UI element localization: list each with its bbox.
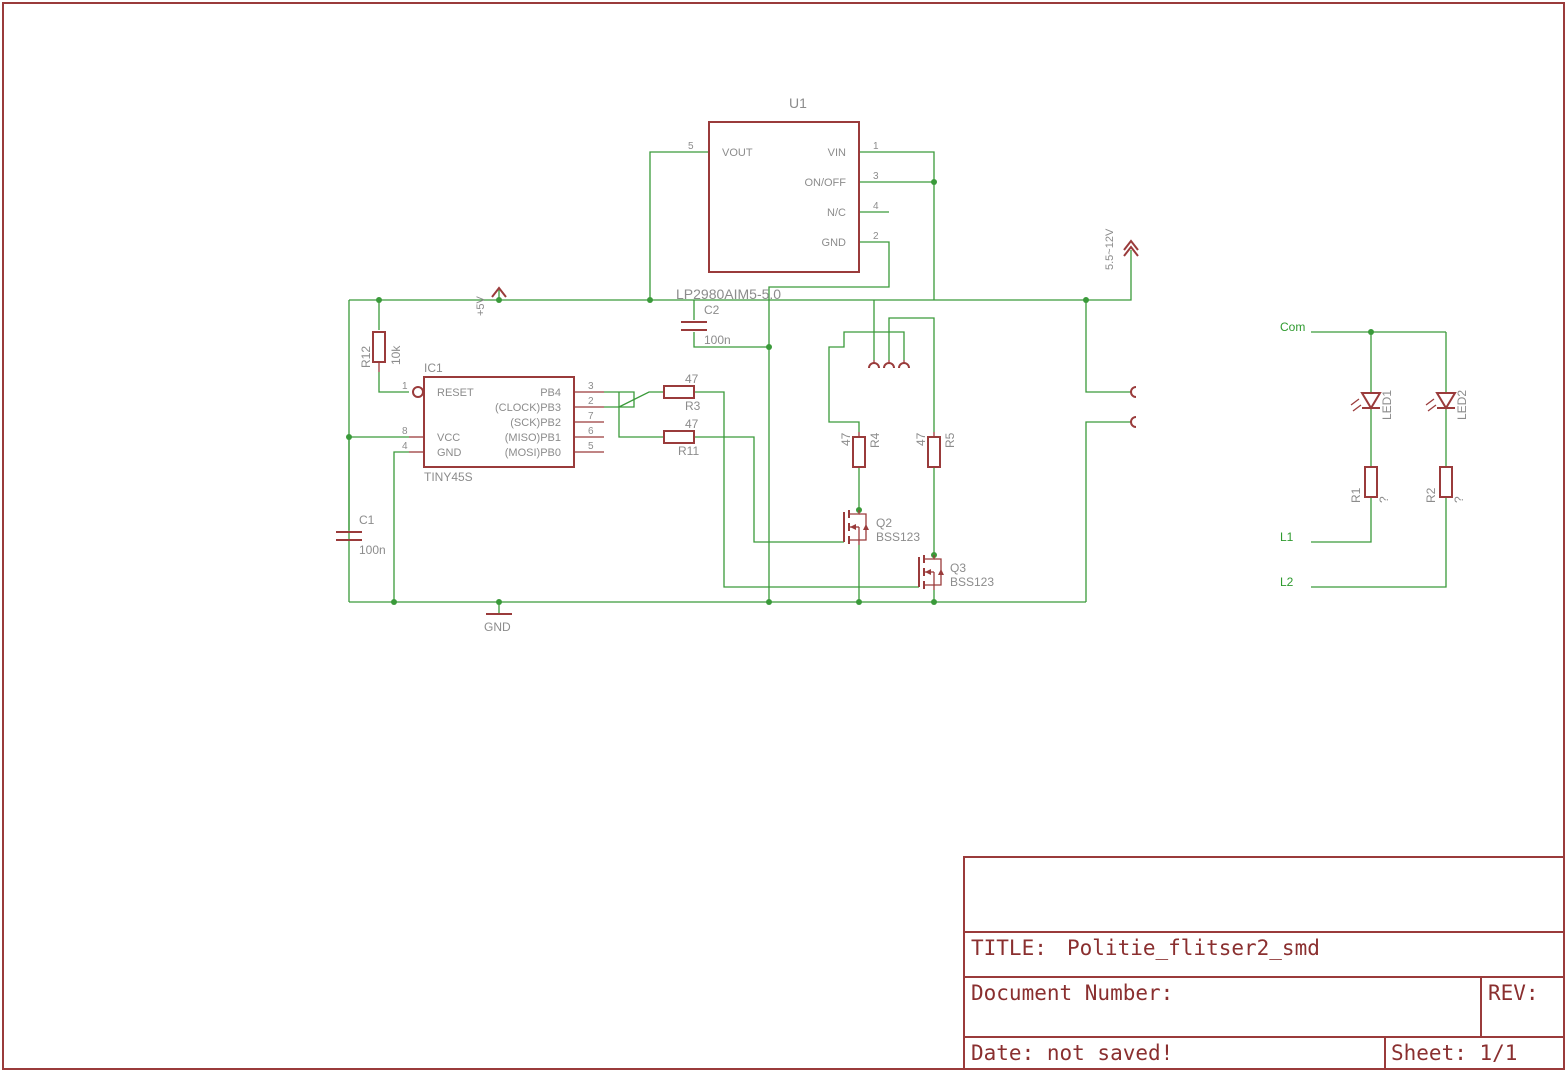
c2-name: C2 — [704, 303, 720, 317]
u1-pinnum-3: 3 — [873, 171, 879, 182]
q3-name: Q3 — [950, 561, 966, 575]
u1-pin-nc: N/C — [827, 207, 846, 219]
ic1-pinnum-6: 6 — [588, 426, 594, 437]
u1-pinnum-2: 2 — [873, 231, 879, 242]
net-l1-label: L1 — [1280, 530, 1294, 544]
ic1-pin-pb3: (CLOCK)PB3 — [495, 402, 561, 414]
supply-gnd-label: GND — [484, 620, 511, 634]
ic1-pin-pb1: (MISO)PB1 — [505, 432, 561, 444]
r11-name: R11 — [678, 444, 699, 458]
r1-value: ? — [1377, 496, 1391, 503]
u1-pin-onoff: ON/OFF — [804, 177, 846, 189]
u1-regulator: U1 LP2980AIM5-5.0 VOUT VIN ON/OFF N/C GN… — [676, 95, 879, 302]
ic1-pin-pb4: PB4 — [540, 387, 561, 399]
ic1-pinnum-7: 7 — [588, 411, 594, 422]
c2-value: 100n — [704, 333, 731, 347]
r4-value: 47 — [839, 432, 853, 446]
u1-name: U1 — [789, 95, 807, 111]
supply-vin: 5.5~12V — [1104, 228, 1139, 270]
title-block: TITLE: Politie_flitser2_smd Document Num… — [963, 856, 1565, 1070]
ic1-pinnum-1: 1 — [402, 381, 408, 392]
r4-name: R4 — [868, 432, 882, 448]
junctions — [346, 179, 1374, 605]
ic1-pin-reset: RESET — [437, 387, 474, 399]
header-connector — [868, 360, 910, 369]
u1-pinnum-1: 1 — [873, 141, 879, 152]
u1-pinnum-5: 5 — [688, 141, 694, 152]
c1-value: 100n — [359, 543, 386, 557]
u1-value: LP2980AIM5-5.0 — [676, 286, 781, 302]
ic1-pinnum-2: 2 — [588, 396, 594, 407]
capacitor-c1: C1 100n — [336, 437, 386, 557]
r3-name: R3 — [685, 399, 701, 413]
ic1-pinnum-5: 5 — [588, 441, 594, 452]
r1-name: R1 — [1349, 487, 1363, 503]
q3-value: BSS123 — [950, 575, 994, 589]
c1-name: C1 — [359, 513, 375, 527]
supply-5v-label: +5V — [475, 295, 487, 316]
ic1-pin-gnd: GND — [437, 447, 462, 459]
net-com-label: Com — [1280, 320, 1305, 334]
ic1-pin-pb2: (SCK)PB2 — [510, 417, 561, 429]
ic1-pinnum-3: 3 — [588, 381, 594, 392]
date-label: Date: not saved! — [971, 1041, 1173, 1065]
ic1-name: IC1 — [424, 361, 443, 375]
rev-label: REV: — [1488, 981, 1539, 1005]
resistor-r1: R1 ? — [1349, 466, 1391, 503]
ic1-pinnum-8: 8 — [402, 426, 408, 437]
r2-name: R2 — [1424, 487, 1438, 503]
mosfet-q3: Q3 BSS123 — [918, 555, 994, 590]
u1-pin-vin: VIN — [828, 147, 846, 159]
r2-value: ? — [1452, 496, 1466, 503]
resistor-r5: 47 R5 — [914, 432, 957, 468]
r12-name: R12 — [359, 346, 373, 368]
resistor-r11: 47 R11 — [663, 417, 699, 458]
r5-name: R5 — [943, 432, 957, 448]
title-label: TITLE: — [971, 936, 1047, 960]
resistor-r4: 47 R4 — [839, 432, 882, 468]
led1: LED1 — [1350, 390, 1394, 420]
ic1-microcontroller: IC1 TINY45S RESET VCC GND PB4 (CLOCK)PB3… — [402, 361, 604, 484]
sheet-label: Sheet: 1/1 — [1391, 1041, 1517, 1065]
u1-pinnum-4: 4 — [873, 201, 879, 212]
ic1-pin-pb0: (MOSI)PB0 — [505, 447, 561, 459]
r3-value: 47 — [685, 372, 699, 386]
title-value: Politie_flitser2_smd — [1067, 936, 1320, 960]
mosfet-q2: Q2 BSS123 — [843, 510, 920, 545]
ic1-pin-vcc: VCC — [437, 432, 460, 444]
u1-pin-vout: VOUT — [722, 147, 753, 159]
r12-value: 10k — [389, 345, 403, 365]
document-number-label: Document Number: — [971, 981, 1173, 1005]
supply-vin-label: 5.5~12V — [1104, 228, 1116, 270]
net-l2-label: L2 — [1280, 575, 1294, 589]
resistor-r12: R12 10k — [359, 331, 403, 372]
wires — [348, 151, 1447, 614]
supply-5v: +5V — [475, 286, 507, 316]
led1-name: LED1 — [1380, 390, 1394, 420]
r5-value: 47 — [914, 432, 928, 446]
ic1-value: TINY45S — [424, 470, 473, 484]
resistor-r3: 47 R3 — [663, 372, 701, 413]
r11-value: 47 — [685, 417, 699, 431]
ic1-pinnum-4: 4 — [402, 441, 408, 452]
capacitor-c2: C2 100n — [681, 303, 731, 347]
power-connector — [1130, 386, 1137, 428]
supply-gnd: GND — [484, 613, 512, 634]
led2: LED2 — [1425, 390, 1469, 420]
resistor-r2: R2 ? — [1424, 466, 1466, 503]
q2-name: Q2 — [876, 516, 892, 530]
u1-pin-gnd: GND — [822, 237, 847, 249]
q2-value: BSS123 — [876, 530, 920, 544]
led2-name: LED2 — [1455, 390, 1469, 420]
